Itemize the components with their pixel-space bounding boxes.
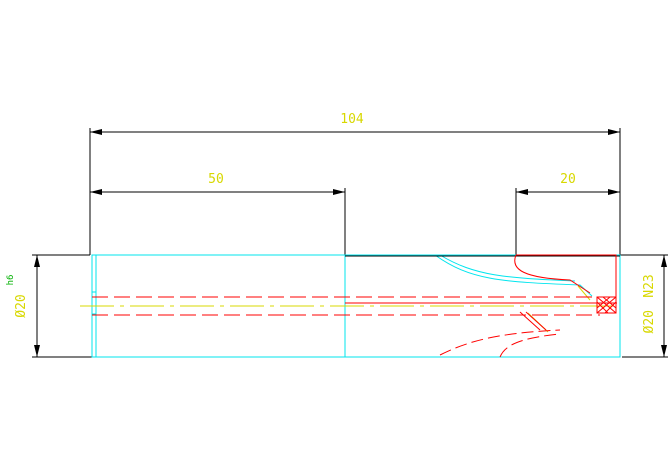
hidden-lines	[92, 254, 617, 358]
left-tolerance-label: h6	[6, 275, 16, 286]
right-tolerance-label: N23	[642, 274, 657, 297]
shank-length-label: 50	[208, 172, 224, 187]
dimension-lines	[32, 128, 668, 358]
right-diameter-label: Ø20	[642, 310, 657, 333]
overall-length-label: 104	[340, 112, 364, 127]
dimension-arrows	[34, 129, 667, 357]
left-diameter-label: Ø20	[14, 294, 29, 317]
tip-length-label: 20	[560, 172, 576, 187]
centerline	[80, 285, 620, 333]
